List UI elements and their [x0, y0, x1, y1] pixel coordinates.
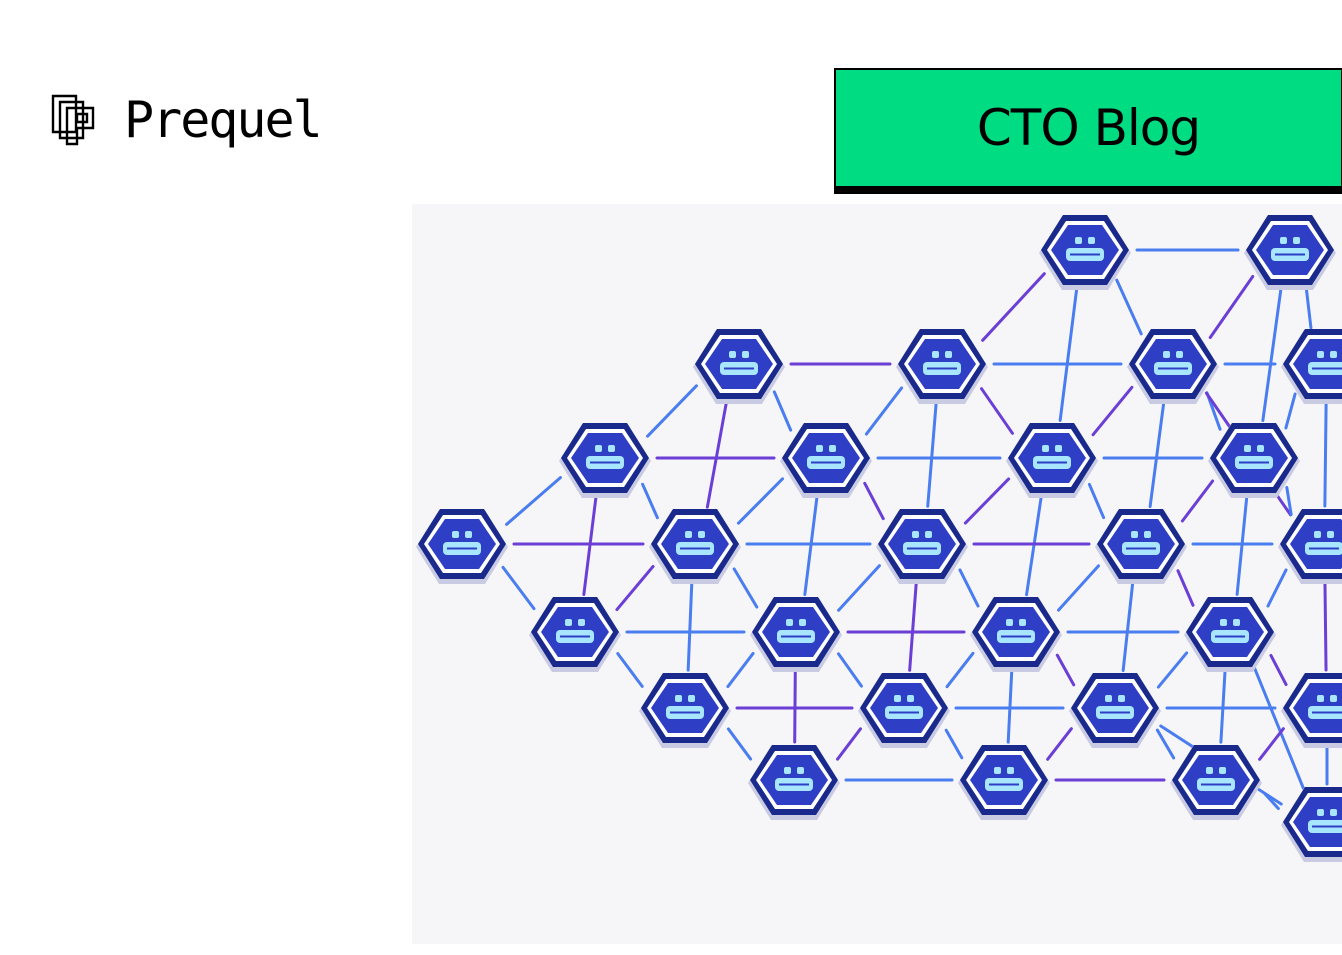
network-link: [980, 387, 1014, 435]
hexagon-robot-icon: [529, 597, 621, 672]
hexagon-robot-icon: [649, 509, 741, 584]
network-link: [1087, 482, 1106, 520]
network-link: [1219, 668, 1227, 744]
network-link: [944, 728, 964, 760]
network-link: [963, 477, 1011, 525]
network-link: [1055, 653, 1076, 687]
network-link: [1304, 284, 1313, 330]
network-link: [1155, 728, 1176, 760]
hexagon-robot-icon: [1039, 215, 1131, 290]
network-link: [1258, 727, 1285, 761]
network-link: [1208, 275, 1255, 339]
network-link: [837, 564, 881, 612]
network-link: [864, 386, 904, 436]
network-link: [1058, 286, 1079, 422]
network-link: [1091, 385, 1134, 437]
hexagon-robot-icon: [858, 673, 950, 748]
network-link: [1263, 791, 1280, 811]
hexagon-robot-icon: [748, 745, 840, 820]
network-link: [958, 568, 980, 608]
hexagon-robot-icon: [1208, 423, 1300, 498]
network-link: [726, 651, 755, 689]
hexagon-robot-icon: [1281, 673, 1342, 748]
network-link: [1261, 285, 1283, 423]
prequel-logo-icon: [51, 94, 95, 146]
network-link: [863, 481, 885, 521]
network-link: [705, 399, 729, 509]
network-link: [1057, 564, 1100, 612]
hexagon-robot-icon: [1184, 597, 1276, 672]
network-link: [615, 564, 655, 612]
network-link: [726, 727, 753, 761]
network-link: [1156, 651, 1189, 689]
hexagon-robot-icon: [1244, 215, 1336, 290]
network-link: [836, 727, 862, 761]
network-links: [501, 248, 1329, 811]
network-link: [1176, 569, 1195, 607]
badge-label: CTO Blog: [976, 99, 1201, 157]
hexagon-robot-icon: [750, 597, 842, 672]
network-link: [641, 482, 659, 520]
brand-name: Prequel: [124, 91, 323, 149]
network-link: [981, 272, 1046, 342]
hexagon-robot-icon: [1069, 673, 1161, 748]
network-link: [945, 651, 975, 689]
cto-blog-badge: CTO Blog: [834, 68, 1342, 194]
network-link: [1284, 392, 1297, 430]
network-link: [926, 400, 938, 508]
network-link: [837, 652, 863, 688]
network-link: [616, 652, 644, 688]
network-link: [1323, 400, 1328, 508]
hexagon-robot-icon: [1095, 509, 1187, 584]
network-link: [1269, 653, 1288, 687]
hexagon-robot-icon: [896, 329, 988, 404]
hexagon-robot-icon: [1127, 329, 1219, 404]
network-link: [686, 580, 694, 672]
network-link: [1252, 664, 1305, 790]
hexagon-robot-icon: [639, 673, 731, 748]
network-link: [1115, 278, 1143, 336]
network-link: [505, 476, 562, 526]
network-link: [1266, 568, 1288, 608]
hexagon-robot-icon: [1281, 787, 1342, 862]
network-link: [1323, 580, 1328, 672]
network-link: [501, 565, 536, 611]
hexagon-robot-icon: [1281, 329, 1342, 404]
network-link: [1046, 727, 1073, 761]
network-link: [1121, 580, 1135, 672]
network-link: [646, 384, 698, 438]
network-link: [908, 580, 918, 672]
network-link: [1148, 399, 1166, 509]
hexagon-robot-icon: [693, 329, 785, 404]
hexagon-robot-icon: [970, 597, 1062, 672]
hexagon-robot-icon: [1006, 423, 1098, 498]
hexagon-robot-icon: [1278, 509, 1342, 584]
robot-network-illustration: [412, 204, 1342, 944]
brand[interactable]: Prequel: [50, 91, 323, 149]
hexagon-robot-icon: [876, 509, 968, 584]
network-link: [1006, 668, 1014, 744]
hexagon-robot-icon: [1170, 745, 1262, 820]
hexagon-robot-icon: [958, 745, 1050, 820]
hexagon-robot-icon: [416, 509, 508, 584]
network-link: [1285, 485, 1293, 517]
network-link: [772, 390, 793, 432]
network-link: [793, 668, 797, 744]
network-link: [1180, 479, 1215, 523]
network-link: [732, 567, 759, 609]
hexagon-robot-icon: [559, 423, 651, 498]
network-link: [736, 477, 785, 525]
hexagon-robot-icon: [780, 423, 872, 498]
